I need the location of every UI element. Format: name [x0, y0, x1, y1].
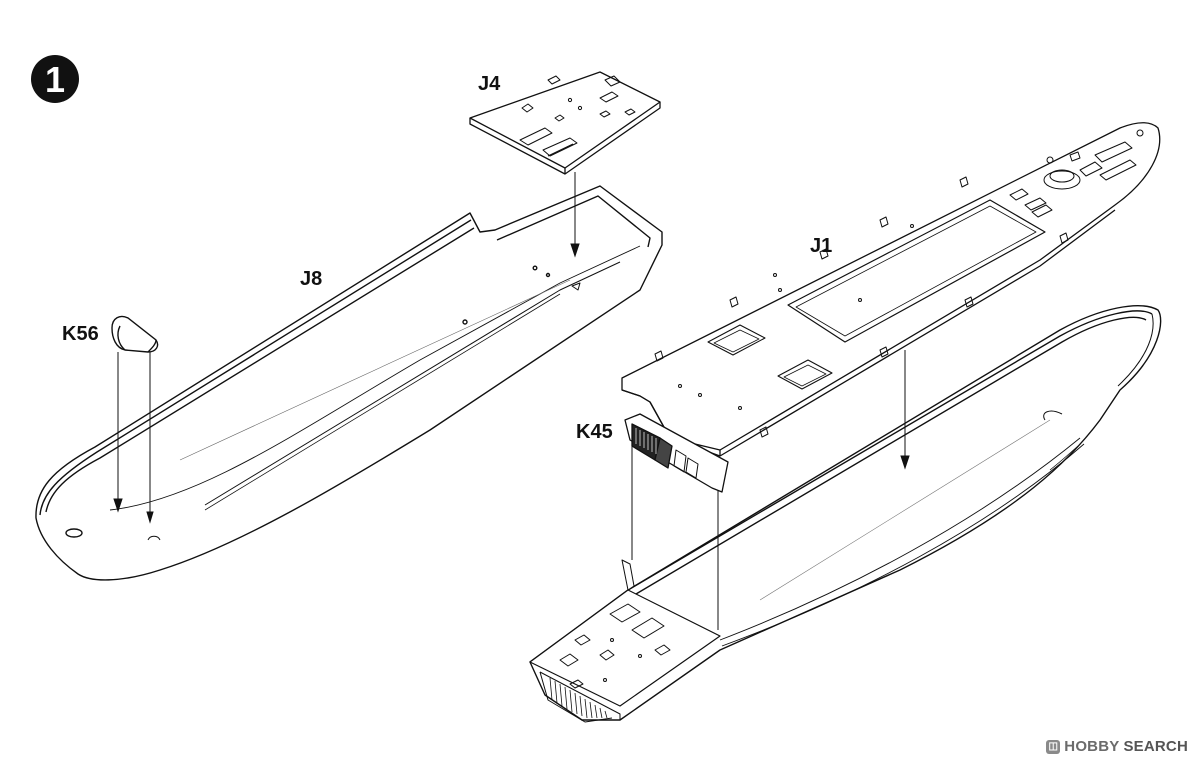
- watermark-suffix: SEARCH: [1123, 738, 1188, 755]
- hull-part-j8: [35, 185, 663, 581]
- part-k45: [624, 413, 729, 493]
- label-k45: K45: [576, 421, 613, 443]
- label-k56: K56: [62, 323, 99, 345]
- watermark-logo-icon: ◫: [1046, 739, 1061, 754]
- part-j4: [469, 71, 661, 175]
- step-number: 1: [45, 59, 65, 100]
- step-badge: 1: [31, 55, 79, 103]
- label-j1: J1: [810, 235, 832, 257]
- hull-lower: [529, 305, 1162, 723]
- label-j8: J8: [300, 268, 322, 290]
- watermark-brand: HOBBY: [1064, 738, 1120, 755]
- assembly-guide-lines: [113, 172, 910, 630]
- label-j4: J4: [478, 73, 501, 95]
- watermark: ◫ HOBBY SEARCH: [1046, 738, 1188, 755]
- part-k56: [111, 315, 159, 353]
